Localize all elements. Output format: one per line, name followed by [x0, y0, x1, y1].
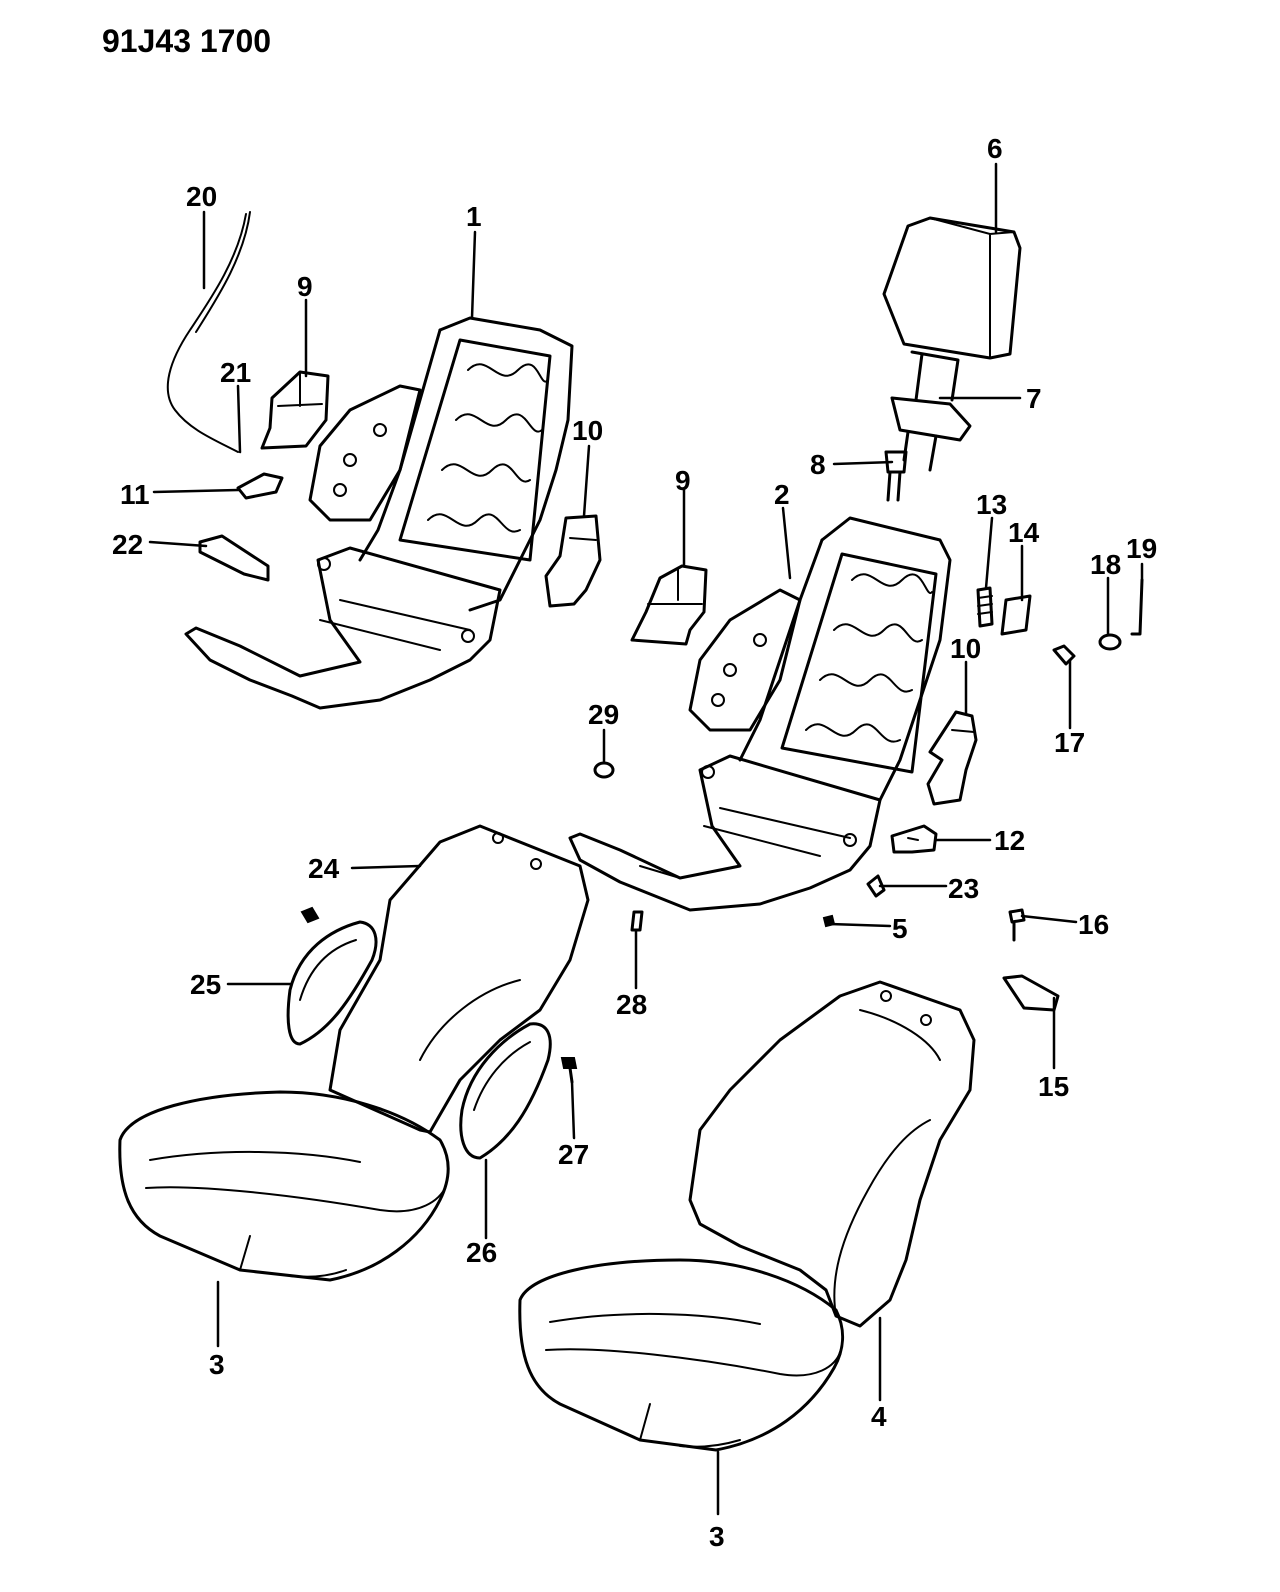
callout-7: 7 [1026, 383, 1042, 414]
callout-17: 17 [1054, 727, 1085, 758]
part-14-clip [1000, 594, 1032, 636]
callout-9: 9 [675, 465, 691, 496]
part-15-bracket [1002, 974, 1060, 1012]
part-9-cover-left [260, 370, 330, 450]
callout-22: 22 [112, 529, 143, 560]
part-6-headrest [882, 216, 1022, 360]
part-11-lever [236, 472, 284, 500]
part-28-bolt [630, 910, 644, 932]
callout-18: 18 [1090, 549, 1121, 580]
callout-14: 14 [1008, 517, 1040, 548]
callout-4: 4 [871, 1401, 887, 1432]
callout-28: 28 [616, 989, 647, 1020]
callout-13: 13 [976, 489, 1007, 520]
callout-8: 8 [810, 449, 826, 480]
callout-12: 12 [994, 825, 1025, 856]
part-1-seat-frame [184, 316, 574, 710]
callout-5: 5 [892, 913, 908, 944]
callout-19: 19 [1126, 533, 1157, 564]
callout-26: 26 [466, 1237, 497, 1268]
callout-9: 9 [297, 271, 313, 302]
callout-29: 29 [588, 699, 619, 730]
part-22-bracket [198, 534, 270, 582]
callout-23: 23 [948, 873, 979, 904]
callout-15: 15 [1038, 1071, 1069, 1102]
callout-16: 16 [1078, 909, 1109, 940]
callout-3: 3 [209, 1349, 225, 1380]
part-23-bolt [866, 874, 886, 898]
part-7-guide [890, 350, 972, 472]
callout-20: 20 [186, 181, 217, 212]
callout-27: 27 [558, 1139, 589, 1170]
part-16-screw [1008, 908, 1026, 942]
part-3-cushion-right [518, 1258, 844, 1452]
part-18-cap [1098, 633, 1122, 651]
diagram-code: 91J43 1700 [102, 23, 271, 59]
part-4-seat-back [688, 980, 976, 1328]
part-17-screw [1052, 644, 1076, 666]
part-10-cover-left [544, 514, 602, 608]
callout-24: 24 [308, 853, 340, 884]
callout-2: 2 [774, 479, 790, 510]
callout-11: 11 [120, 479, 150, 510]
part-2-seat-frame [568, 516, 952, 912]
callout-6: 6 [987, 133, 1003, 164]
part-13-spring [976, 586, 994, 628]
part-9-cover-right [630, 564, 708, 646]
part-12-knob [890, 824, 938, 854]
callout-10: 10 [950, 633, 981, 664]
callout-3: 3 [709, 1521, 725, 1552]
part-25-screw [300, 906, 320, 924]
part-19-pin [1130, 578, 1144, 636]
part-8-bushing [884, 450, 908, 502]
part-29-nut [593, 761, 615, 779]
callout-25: 25 [190, 969, 221, 1000]
part-26-bolster [459, 1022, 552, 1160]
callout-labels: 1 2 3 3 4 5 6 7 8 9 9 10 10 11 12 13 14 … [112, 133, 1157, 1552]
callout-1: 1 [466, 201, 482, 232]
callout-21: 21 [220, 357, 251, 388]
part-27-screw [560, 1057, 578, 1084]
callout-10: 10 [572, 415, 603, 446]
part-20-cable [166, 211, 251, 453]
leader-lines [148, 162, 1144, 1516]
part-24-back-cover [328, 824, 590, 1134]
part-10-cover-right [926, 710, 978, 806]
part-25-bolster [286, 920, 378, 1046]
part-3-cushion-left [118, 1090, 450, 1282]
